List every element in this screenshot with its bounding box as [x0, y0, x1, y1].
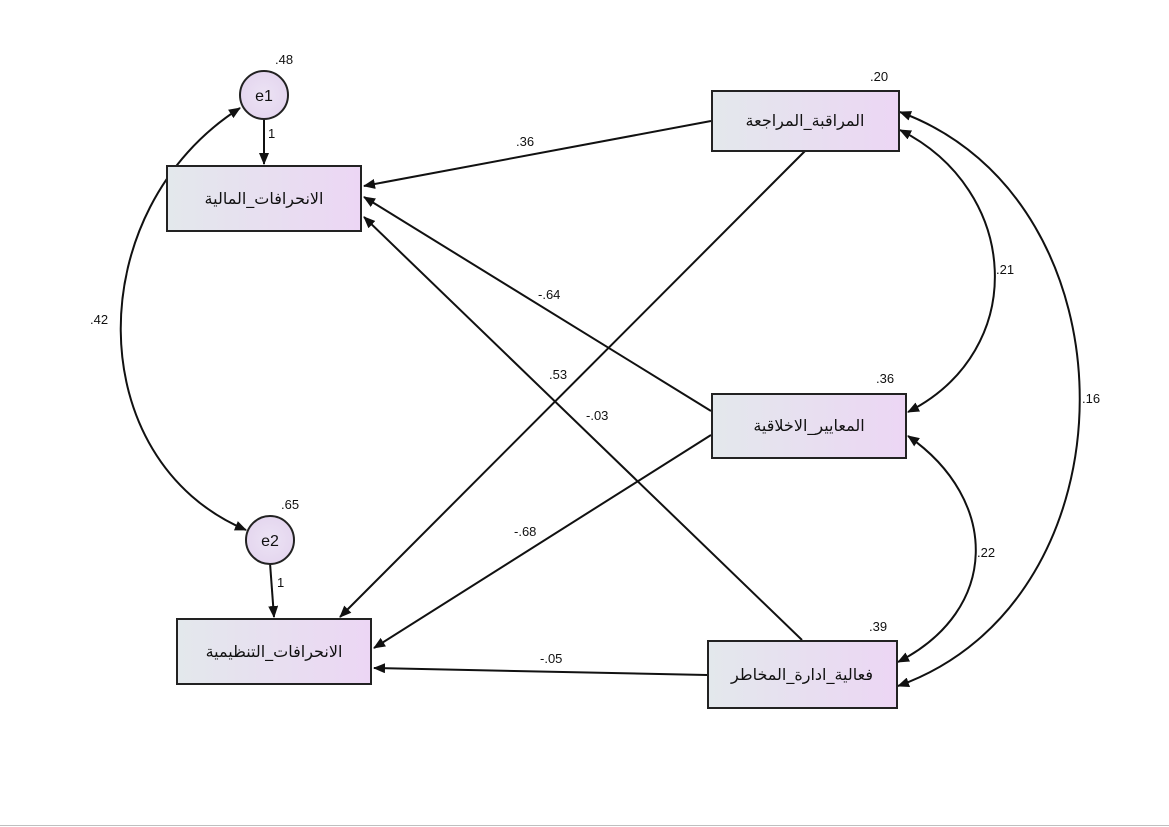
- coef-ethics-financial: -.64: [538, 287, 560, 302]
- variance-e2: .65: [281, 497, 299, 512]
- node-risk-management: فعالية_ادارة_المخاطر: [707, 640, 898, 709]
- cov-audit-ethics: .21: [996, 262, 1014, 277]
- coef-risk-financial: -.03: [586, 408, 608, 423]
- coef-ethics-regulatory: -.68: [514, 524, 536, 539]
- coef-risk-regulatory: -.05: [540, 651, 562, 666]
- node-ethical-standards: المعايير_الاخلاقية: [711, 393, 907, 459]
- node-ethical-standards-label: المعايير_الاخلاقية: [753, 416, 864, 436]
- variance-e1: .48: [275, 52, 293, 67]
- covariance-audit-risk: [897, 111, 1081, 688]
- path-audit-to-financial: [363, 120, 712, 189]
- covariance-audit-ethics: [899, 129, 996, 413]
- coef-audit-financial: .36: [516, 134, 534, 149]
- node-financial-deviations: الانحرافات_المالية: [166, 165, 362, 232]
- coef-audit-regulatory: .53: [549, 367, 567, 382]
- node-financial-deviations-label: الانحرافات_المالية: [205, 189, 324, 209]
- variance-audit: .20: [870, 69, 888, 84]
- path-risk-to-regulatory: [373, 663, 708, 676]
- variance-risk: .39: [869, 619, 887, 634]
- node-audit-monitoring: المراقبة_المراجعة: [711, 90, 900, 152]
- path-ethics-to-financial: [363, 196, 712, 412]
- bottom-divider: [0, 825, 1169, 826]
- node-regulatory-deviations: الانحرافات_التنظيمية: [176, 618, 372, 685]
- path-audit-to-regulatory: [339, 150, 806, 618]
- cov-audit-risk: .16: [1082, 391, 1100, 406]
- covariance-e1-e2: [119, 107, 247, 531]
- coef-e1-financial: 1: [268, 126, 275, 141]
- covariance-ethics-risk: [897, 435, 977, 663]
- node-e1: e1: [239, 70, 289, 120]
- cov-ethics-risk: .22: [977, 545, 995, 560]
- path-e2-to-regulatory: [268, 562, 279, 618]
- node-e2: e2: [245, 515, 295, 565]
- node-regulatory-deviations-label: الانحرافات_التنظيمية: [206, 642, 343, 662]
- path-risk-to-financial: [363, 216, 803, 641]
- coef-e2-regulatory: 1: [277, 575, 284, 590]
- path-ethics-to-regulatory: [373, 434, 712, 649]
- variance-ethics: .36: [876, 371, 894, 386]
- node-audit-monitoring-label: المراقبة_المراجعة: [746, 111, 865, 131]
- node-risk-management-label: فعالية_ادارة_المخاطر: [730, 665, 873, 685]
- node-e1-label: e1: [255, 88, 273, 105]
- node-e2-label: e2: [261, 533, 279, 550]
- cov-e1-e2: .42: [90, 312, 108, 327]
